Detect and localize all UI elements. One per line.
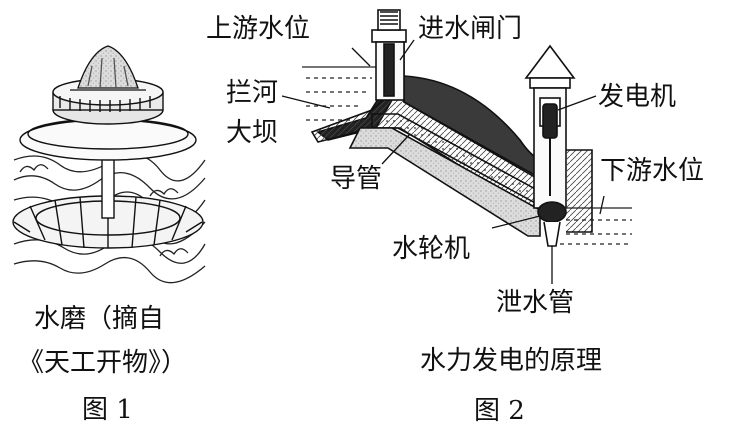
turbine-unit	[538, 202, 566, 246]
label-turbine: 水轮机	[392, 236, 470, 262]
label-dam-line1: 拦河	[226, 80, 278, 106]
label-tailrace: 泄水管	[496, 290, 574, 316]
figure2-label: 图 2	[474, 398, 525, 424]
figure2-title: 水力发电的原理	[420, 348, 602, 374]
label-intake-gate: 进水闸门	[418, 16, 522, 42]
figure1-caption-line1: 水磨（摘自	[34, 306, 164, 332]
label-upstream-level: 上游水位	[206, 16, 310, 42]
mill-platform	[20, 119, 196, 160]
figure1-caption-line2: 《天工开物》）	[18, 350, 187, 376]
label-penstock: 导管	[330, 166, 382, 192]
label-dam-line2: 大坝	[226, 120, 278, 146]
grain-hopper	[70, 46, 146, 90]
label-downstream-level: 下游水位	[600, 158, 704, 184]
intake-gate-tower	[372, 10, 406, 100]
label-generator: 发电机	[598, 84, 676, 110]
generator-unit	[543, 104, 557, 138]
figure1-label: 图 1	[82, 397, 133, 423]
water-mill-illustration	[13, 46, 205, 283]
